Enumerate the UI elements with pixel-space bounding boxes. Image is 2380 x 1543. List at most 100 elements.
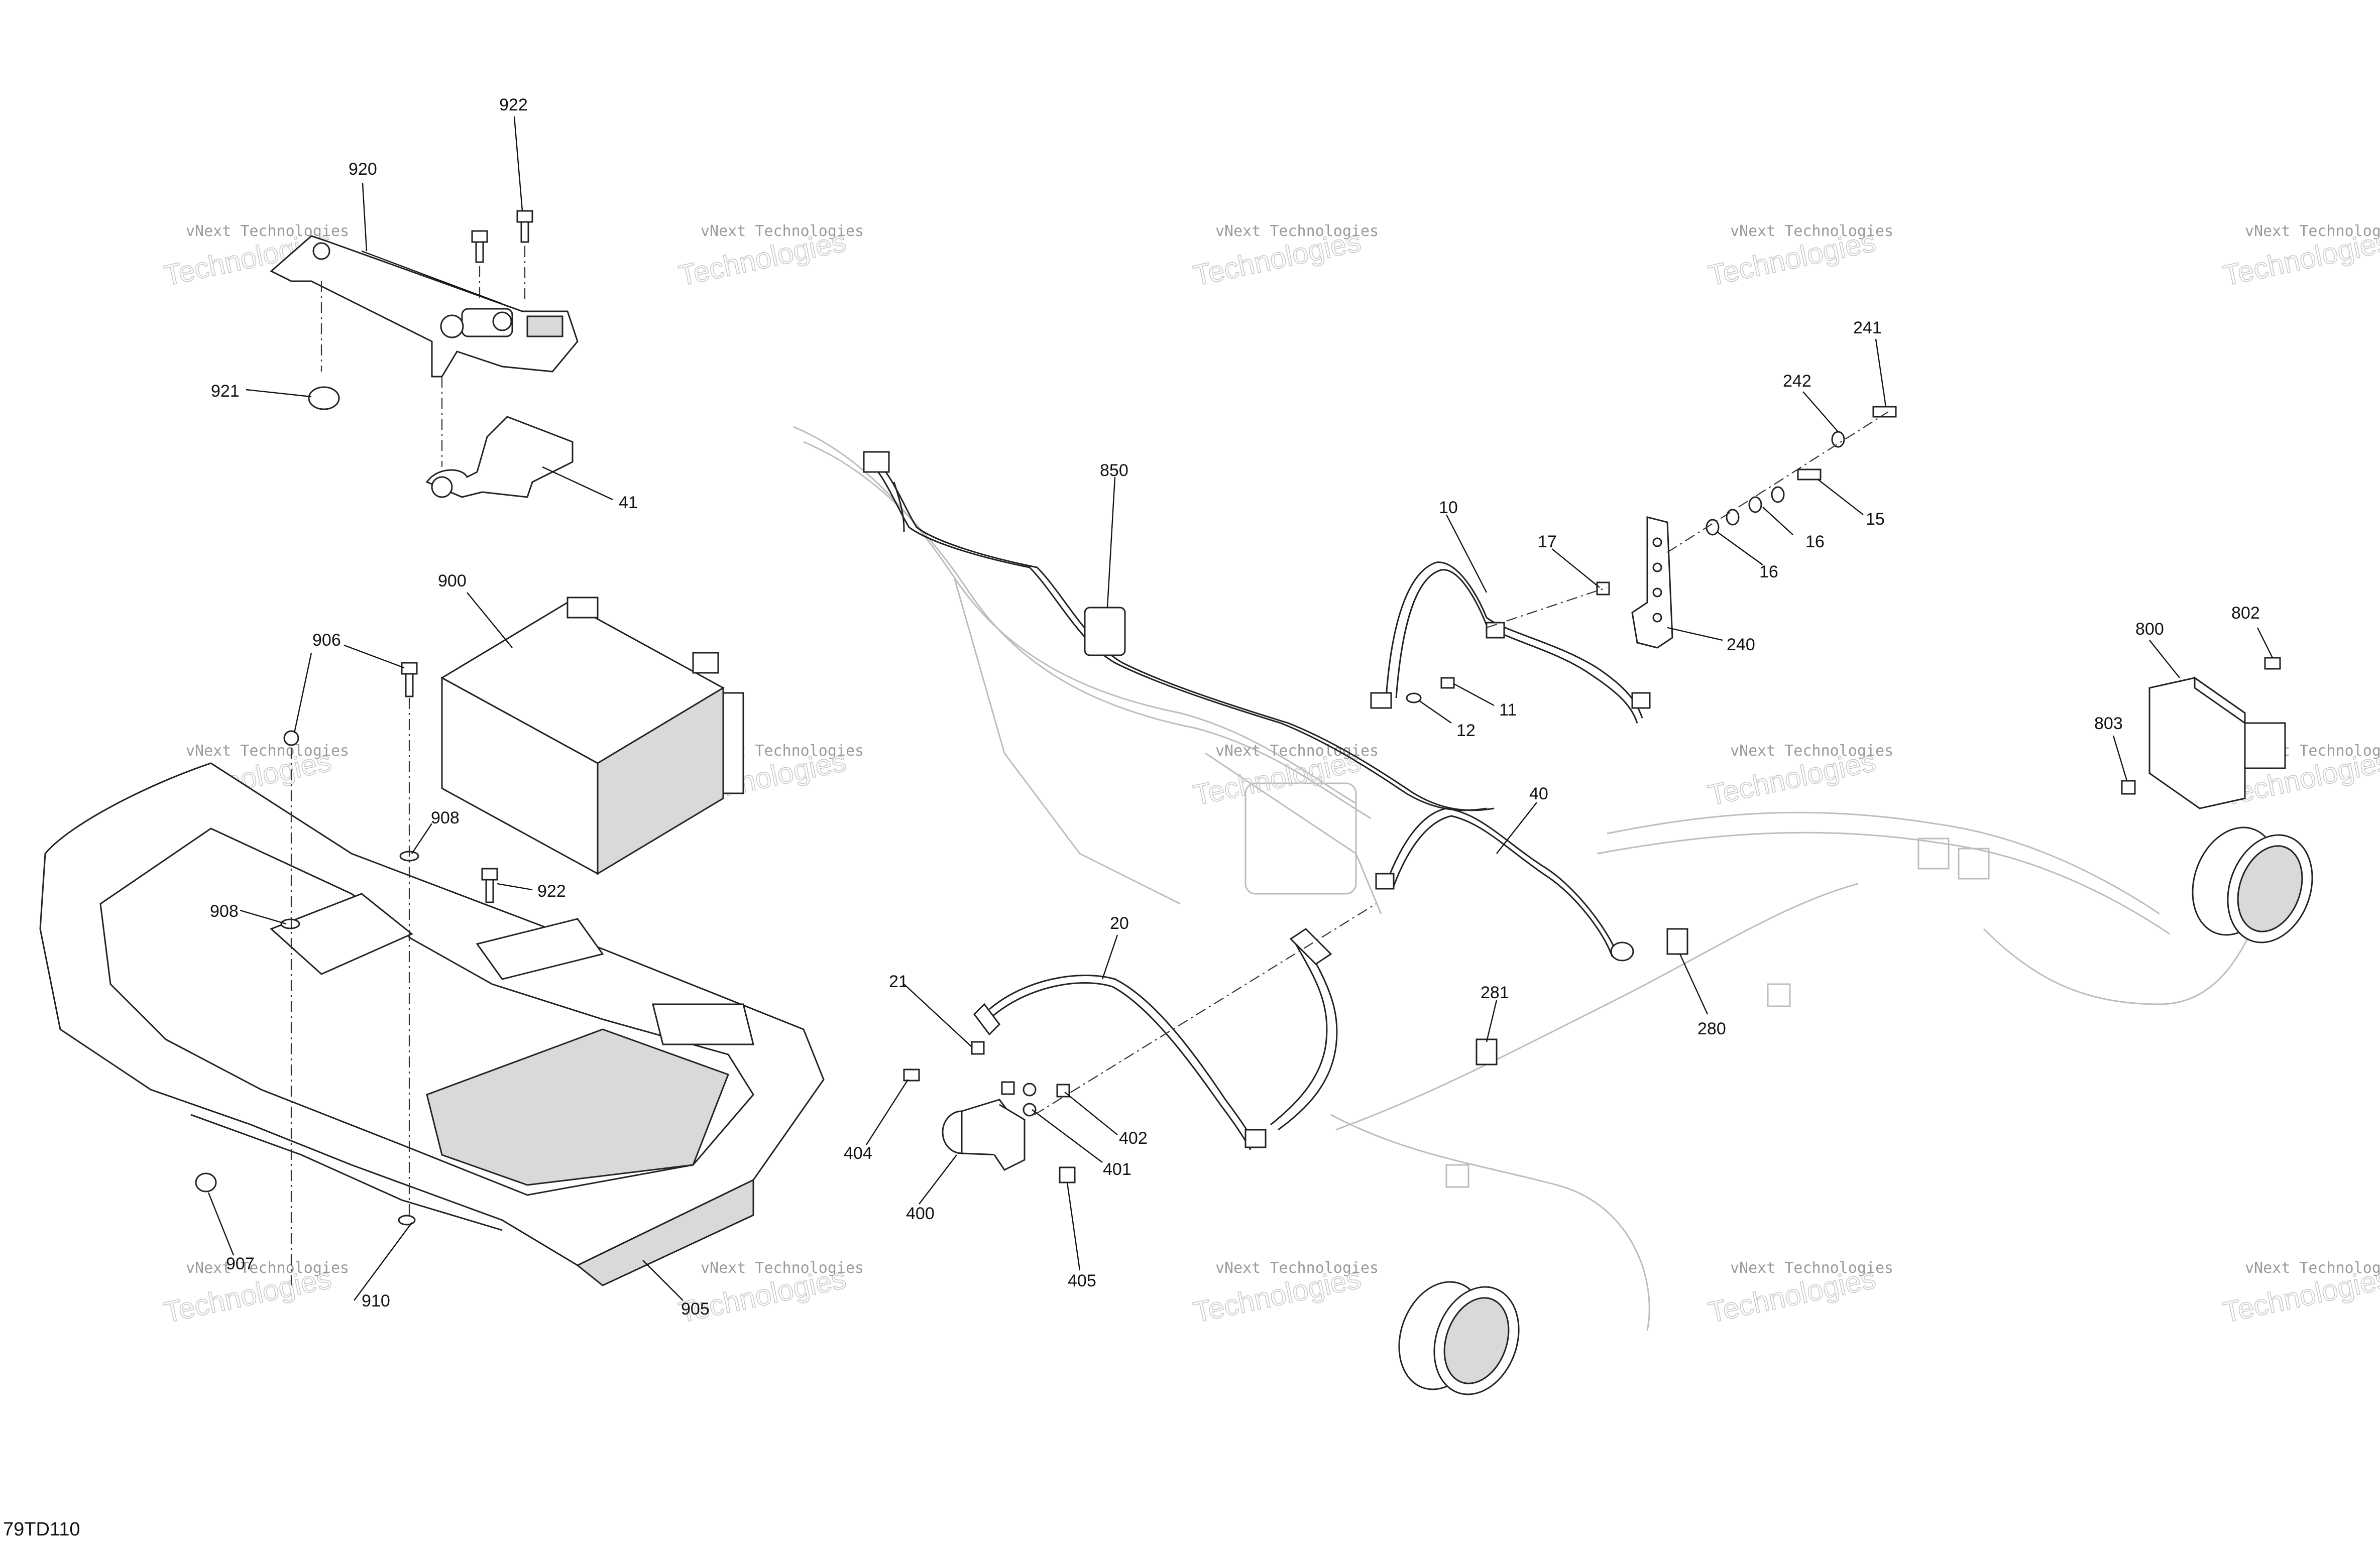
- callout-11: 11: [1499, 700, 1517, 720]
- bolt-922: [481, 868, 498, 881]
- module-800: [2148, 676, 2286, 809]
- callout-402: 402: [1119, 1129, 1148, 1148]
- washer-16-b: [1726, 509, 1740, 526]
- bolt-15: [1797, 468, 1822, 481]
- callout-15: 15: [1866, 510, 1885, 529]
- washer-908-b: [280, 918, 300, 929]
- callout-labels: 922 920 921 41 900 906 908 922 908 907 9…: [210, 95, 2260, 1319]
- callout-17: 17: [1538, 532, 1557, 551]
- callout-900: 900: [438, 571, 467, 590]
- nut-17: [1596, 581, 1610, 596]
- callout-240: 240: [1727, 635, 1755, 654]
- bolt-922-top: [516, 210, 533, 243]
- bolt-11: [1440, 677, 1455, 689]
- cable-10: [1370, 561, 1651, 724]
- watermark-text: vNext Technologies: [701, 222, 864, 240]
- callout-241: 241: [1853, 318, 1882, 337]
- callout-16-b: 16: [1759, 562, 1778, 581]
- callout-908: 908: [431, 808, 460, 827]
- callout-921: 921: [211, 382, 240, 401]
- callout-404: 404: [844, 1144, 872, 1163]
- nut-907: [195, 1172, 217, 1193]
- callout-21: 21: [889, 972, 908, 991]
- callout-401: 401: [1103, 1160, 1131, 1179]
- callout-400: 400: [906, 1204, 935, 1223]
- leader-lines: [207, 116, 2274, 1301]
- watermark-text: vNext Technologies: [2245, 222, 2380, 240]
- nut-405: [1059, 1166, 1076, 1183]
- cable-20: [973, 928, 1338, 1150]
- nut-907-top: [283, 730, 299, 746]
- dash-line: [1667, 411, 1889, 553]
- watermark-text: vNext Technologies: [1215, 222, 1379, 240]
- callout-41: 41: [619, 493, 638, 512]
- callout-920: 920: [349, 160, 377, 179]
- callout-905: 905: [681, 1299, 710, 1319]
- dash-line: [1486, 586, 1608, 629]
- washer-910: [398, 1215, 416, 1226]
- ghost-frame: [793, 426, 2251, 1331]
- washer-401: [1023, 1083, 1037, 1097]
- grommet-921: [308, 386, 340, 410]
- battery-tray-905: [39, 762, 825, 1286]
- nut-21: [971, 1041, 985, 1055]
- watermark-text: vNext Technologies: [2245, 1259, 2380, 1277]
- callout-281: 281: [1481, 983, 1509, 1002]
- battery-strap: [270, 235, 579, 378]
- callout-242: 242: [1783, 372, 1811, 391]
- bolt-802: [2264, 657, 2281, 670]
- callout-906: 906: [312, 631, 341, 650]
- nut-402: [1056, 1084, 1070, 1098]
- watermark-text: vNext Technologies: [1215, 1259, 1379, 1277]
- washer-16: [1706, 519, 1720, 536]
- callout-922-b: 922: [537, 882, 566, 901]
- watermark-text: vNext Technologies: [186, 1259, 349, 1277]
- oring-242: [1831, 431, 1845, 448]
- callout-910: 910: [362, 1291, 390, 1311]
- figure-code: 79TD110: [3, 1519, 80, 1540]
- lamp-right: [2192, 826, 2313, 943]
- callout-280: 280: [1697, 1019, 1726, 1038]
- battery-900: [440, 597, 744, 875]
- bolt-strap-2: [471, 230, 488, 263]
- bolt-906-shank: [405, 673, 414, 697]
- watermark-text: vNext Technologies: [186, 222, 349, 240]
- watermark-text: vNext Technologies: [1730, 742, 1893, 760]
- watermark-text: vNext Technologies: [186, 742, 349, 760]
- cable-40: [1375, 807, 1634, 962]
- callout-405: 405: [1068, 1271, 1096, 1290]
- watermark-text: vNext Technologies: [1730, 222, 1893, 240]
- callout-908-b: 908: [210, 902, 239, 921]
- bolt-922-shank: [485, 879, 494, 903]
- watermark-text: vNext Technologies: [1215, 742, 1379, 760]
- solenoid-400: [942, 1081, 1026, 1171]
- dash-line: [1034, 903, 1377, 1115]
- bracket-240: [1631, 516, 1673, 649]
- watermark-text: vNext Technologies: [701, 1259, 864, 1277]
- bolt-404: [903, 1069, 920, 1082]
- callout-16: 16: [1805, 532, 1825, 551]
- clip-280: [1666, 928, 1688, 955]
- washer-16-c: [1748, 496, 1762, 513]
- clip-281: [1476, 1038, 1498, 1065]
- callout-12: 12: [1456, 721, 1476, 740]
- callout-803: 803: [2094, 714, 2123, 733]
- callout-907: 907: [226, 1254, 255, 1273]
- nut-803: [2121, 780, 2136, 795]
- callout-40: 40: [1529, 784, 1548, 803]
- lamp-left: [1398, 1281, 1520, 1395]
- washer-16-d: [1771, 486, 1785, 503]
- washer-401-b: [1023, 1103, 1037, 1117]
- callout-922: 922: [499, 95, 528, 114]
- callout-802: 802: [2231, 604, 2260, 623]
- callout-850: 850: [1100, 461, 1128, 480]
- callout-20: 20: [1110, 914, 1129, 933]
- callout-10: 10: [1439, 498, 1458, 517]
- watermark-text: vNext Technologies: [1730, 1259, 1893, 1277]
- main-harness-850: [863, 451, 1495, 811]
- bolt-241: [1872, 406, 1897, 418]
- terminal-cover-41: [425, 416, 574, 498]
- callout-800: 800: [2135, 620, 2164, 639]
- washer-12: [1406, 692, 1422, 703]
